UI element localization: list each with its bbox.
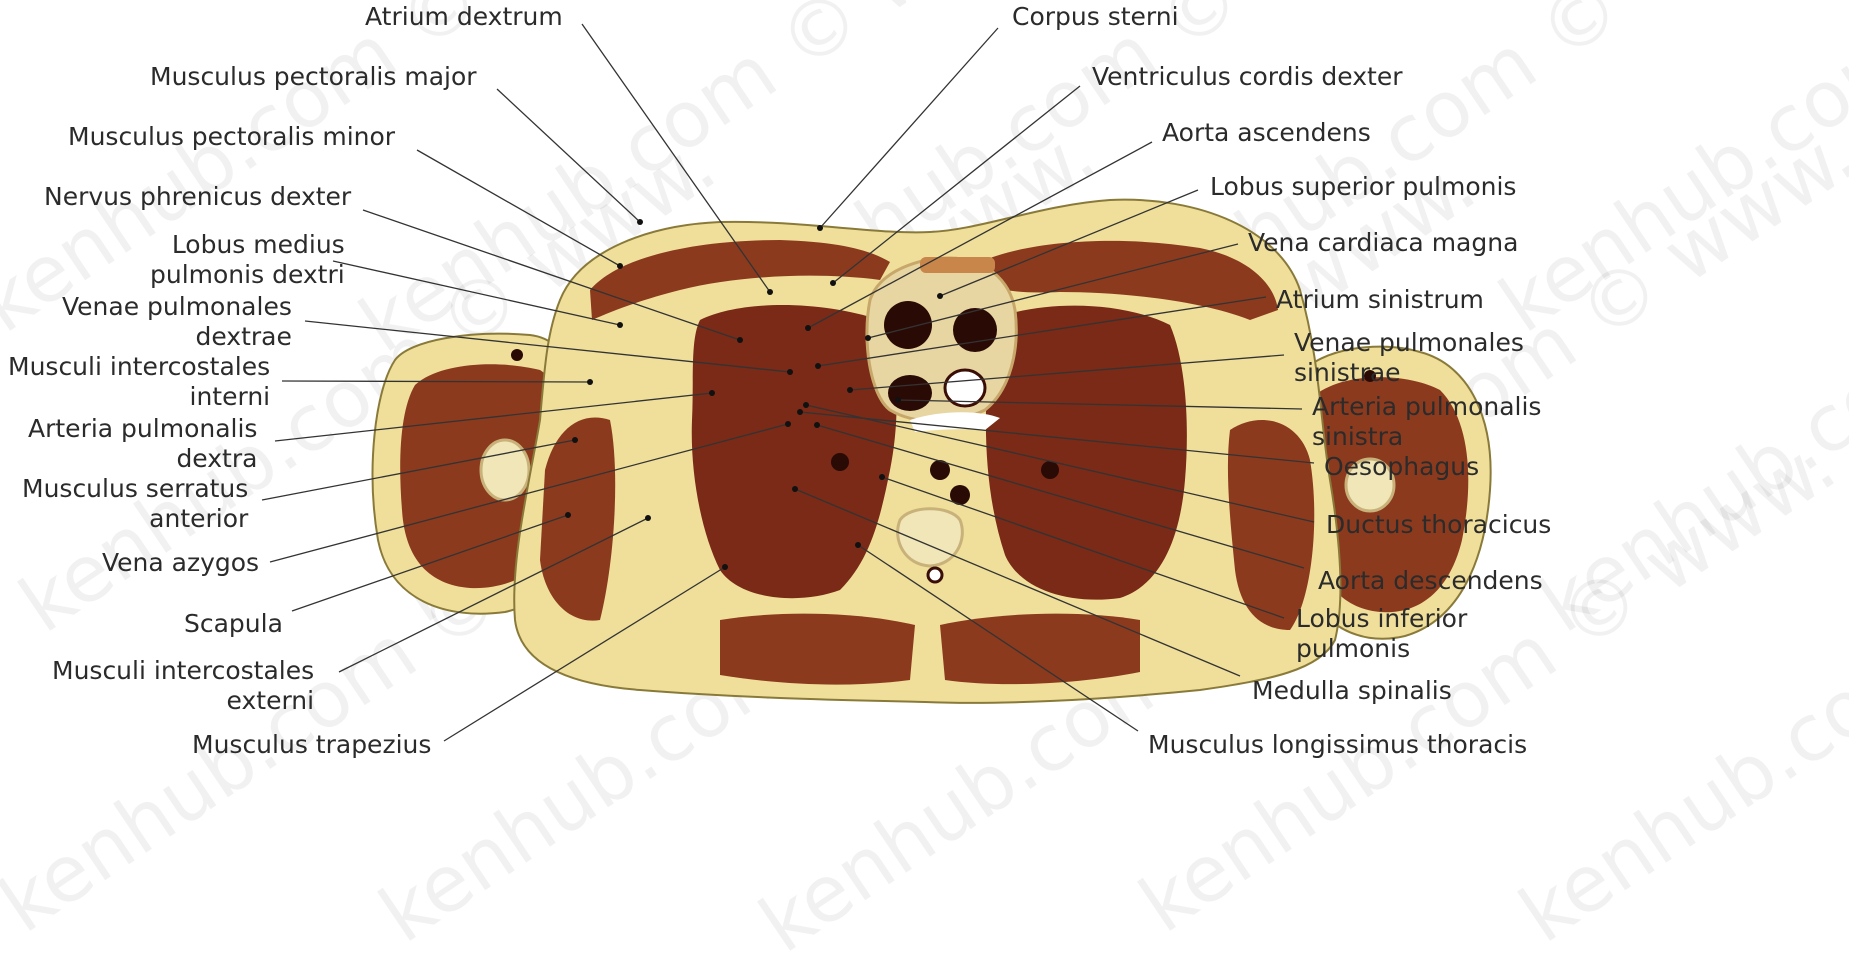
label-corpus-sterni: Corpus sterni — [1012, 2, 1179, 32]
pointer-dot-nervus-phrenicus-dexter — [737, 337, 743, 343]
label-lobus-medius-pulmonis-dextri-line-1: Lobus medius — [150, 230, 345, 260]
label-atrium-dextrum-line-1: Atrium dextrum — [365, 2, 563, 32]
label-nervus-phrenicus-dexter-line-1: Nervus phrenicus dexter — [44, 182, 351, 212]
label-scapula: Scapula — [184, 609, 283, 639]
label-musculus-serratus-anterior-line-1: Musculus serratus — [22, 474, 248, 504]
label-arteria-pulmonalis-dextra-line-2: dextra — [28, 444, 257, 474]
label-scapula-line-1: Scapula — [184, 609, 283, 639]
label-lobus-superior-pulmonis: Lobus superior pulmonis — [1210, 172, 1516, 202]
label-musculus-pectoralis-major-line-1: Musculus pectoralis major — [150, 62, 477, 92]
label-aorta-descendens-line-1: Aorta descendens — [1318, 566, 1543, 596]
label-ventriculus-cordis-dexter-line-1: Ventriculus cordis dexter — [1092, 62, 1403, 92]
pointer-dot-atrium-dextrum — [767, 289, 773, 295]
label-aorta-ascendens: Aorta ascendens — [1162, 118, 1371, 148]
label-oesophagus-line-1: Oesophagus — [1324, 452, 1479, 482]
pointer-dot-ventriculus-cordis-dexter — [830, 280, 836, 286]
label-arteria-pulmonalis-sinistra-line-1: Arteria pulmonalis — [1312, 392, 1541, 422]
label-musculus-longissimus-thoracis-line-1: Musculus longissimus thoracis — [1148, 730, 1527, 760]
label-atrium-sinistrum-line-1: Atrium sinistrum — [1276, 285, 1484, 315]
pointer-dot-musculi-intercostales-interni — [587, 379, 593, 385]
pointer-dot-musculus-trapezius — [722, 564, 728, 570]
label-lobus-medius-pulmonis-dextri-line-2: pulmonis dextri — [150, 260, 345, 290]
pointer-dot-ductus-thoracicus — [803, 402, 809, 408]
pointer-dot-medulla-spinalis — [792, 486, 798, 492]
label-ductus-thoracicus-line-1: Ductus thoracicus — [1326, 510, 1551, 540]
pointer-dot-venae-pulmonales-sinistrae — [847, 387, 853, 393]
label-venae-pulmonales-sinistrae-line-2: sinistrae — [1294, 358, 1524, 388]
label-vena-cardiaca-magna: Vena cardiaca magna — [1248, 228, 1518, 258]
label-musculi-intercostales-externi-line-2: externi — [52, 686, 314, 716]
pointer-dot-lobus-superior-pulmonis — [937, 293, 943, 299]
pointer-dot-aorta-ascendens — [805, 325, 811, 331]
label-musculus-pectoralis-minor-line-1: Musculus pectoralis minor — [68, 122, 395, 152]
label-ductus-thoracicus: Ductus thoracicus — [1326, 510, 1551, 540]
pointer-dot-vena-azygos — [785, 421, 791, 427]
label-vena-azygos-line-1: Vena azygos — [102, 548, 259, 578]
label-oesophagus: Oesophagus — [1324, 452, 1479, 482]
label-arteria-pulmonalis-dextra-line-1: Arteria pulmonalis — [28, 414, 257, 444]
label-venae-pulmonales-dextrae-line-1: Venae pulmonales — [62, 292, 292, 322]
label-medulla-spinalis-line-1: Medulla spinalis — [1252, 676, 1452, 706]
label-venae-pulmonales-dextrae: Venae pulmonalesdextrae — [62, 292, 292, 352]
label-aorta-descendens: Aorta descendens — [1318, 566, 1543, 596]
label-lobus-inferior-pulmonis-line-1: Lobus inferior — [1296, 604, 1467, 634]
leader-line-musculus-pectoralis-minor — [417, 150, 620, 266]
label-musculus-pectoralis-minor: Musculus pectoralis minor — [68, 122, 395, 152]
label-vena-cardiaca-magna-line-1: Vena cardiaca magna — [1248, 228, 1518, 258]
pointer-dot-corpus-sterni — [817, 225, 823, 231]
label-venae-pulmonales-dextrae-line-2: dextrae — [62, 322, 292, 352]
label-venae-pulmonales-sinistrae-line-1: Venae pulmonales — [1294, 328, 1524, 358]
label-musculus-pectoralis-major: Musculus pectoralis major — [150, 62, 477, 92]
label-nervus-phrenicus-dexter: Nervus phrenicus dexter — [44, 182, 351, 212]
pointer-dot-lobus-medius-pulmonis-dextri — [617, 322, 623, 328]
label-musculus-trapezius: Musculus trapezius — [192, 730, 431, 760]
label-musculi-intercostales-externi-line-1: Musculi intercostales — [52, 656, 314, 686]
label-medulla-spinalis: Medulla spinalis — [1252, 676, 1452, 706]
label-ventriculus-cordis-dexter: Ventriculus cordis dexter — [1092, 62, 1403, 92]
pointer-dot-musculus-pectoralis-major — [637, 219, 643, 225]
label-musculus-longissimus-thoracis: Musculus longissimus thoracis — [1148, 730, 1527, 760]
label-corpus-sterni-line-1: Corpus sterni — [1012, 2, 1179, 32]
pointer-dot-musculus-serratus-anterior — [572, 437, 578, 443]
label-musculus-trapezius-line-1: Musculus trapezius — [192, 730, 431, 760]
pointer-dot-aorta-descendens — [814, 422, 820, 428]
label-atrium-sinistrum: Atrium sinistrum — [1276, 285, 1484, 315]
anatomy-diagram: kenhub.com © www.kenhub.com © www.kenhub… — [0, 0, 1849, 891]
pointer-dot-venae-pulmonales-dextrae — [787, 369, 793, 375]
pointer-dot-arteria-pulmonalis-dextra — [709, 390, 715, 396]
leader-line-musculus-pectoralis-major — [497, 89, 640, 222]
label-musculi-intercostales-interni-line-2: interni — [8, 382, 270, 412]
label-vena-azygos: Vena azygos — [102, 548, 259, 578]
pointer-dot-arteria-pulmonalis-sinistra — [895, 397, 901, 403]
pointer-dot-lobus-inferior-pulmonis — [879, 474, 885, 480]
label-lobus-inferior-pulmonis-line-2: pulmonis — [1296, 634, 1467, 664]
pointer-dot-musculus-pectoralis-minor — [617, 263, 623, 269]
label-arteria-pulmonalis-sinistra-line-2: sinistra — [1312, 422, 1541, 452]
pointer-dot-musculus-longissimus-thoracis — [855, 542, 861, 548]
pointer-dot-oesophagus — [797, 409, 803, 415]
label-aorta-ascendens-line-1: Aorta ascendens — [1162, 118, 1371, 148]
pointer-dot-vena-cardiaca-magna — [865, 335, 871, 341]
label-musculus-serratus-anterior-line-2: anterior — [22, 504, 248, 534]
pointer-dot-scapula — [565, 512, 571, 518]
pointer-dot-musculi-intercostales-externi — [645, 515, 651, 521]
pointer-dot-atrium-sinistrum — [815, 363, 821, 369]
leader-line-corpus-sterni — [820, 28, 998, 228]
label-lobus-superior-pulmonis-line-1: Lobus superior pulmonis — [1210, 172, 1516, 202]
torso-section — [514, 200, 1340, 703]
label-atrium-dextrum: Atrium dextrum — [365, 2, 563, 32]
label-musculi-intercostales-interni-line-1: Musculi intercostales — [8, 352, 270, 382]
